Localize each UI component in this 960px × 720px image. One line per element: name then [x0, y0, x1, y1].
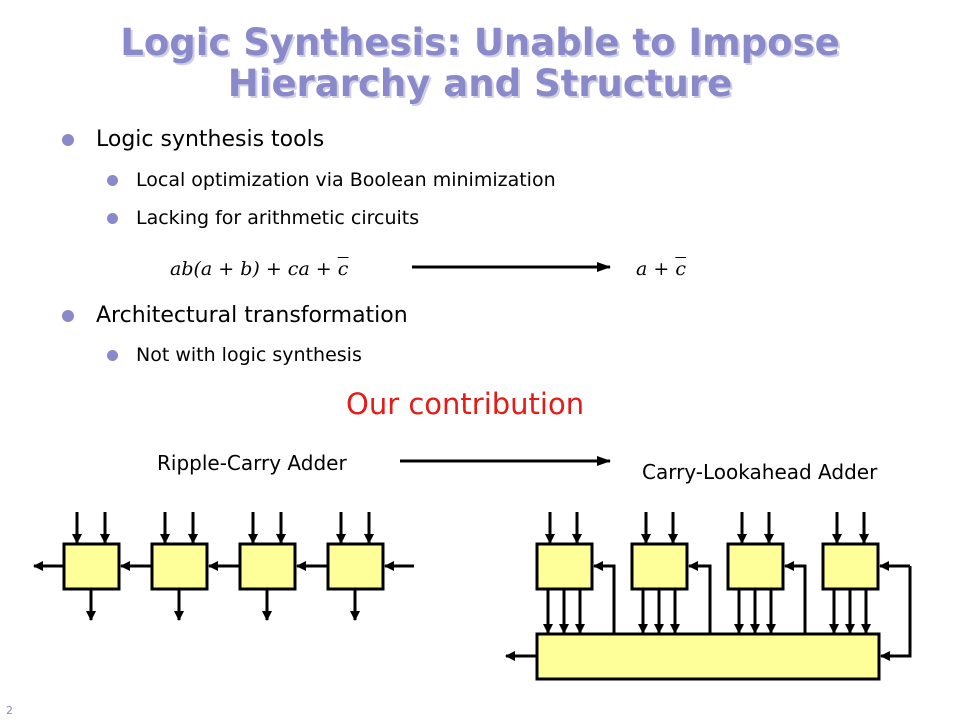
cla-cell	[821, 542, 880, 591]
carry-lookahead-label: Carry-Lookahead Adder	[642, 460, 878, 484]
cla-lookahead-unit	[535, 632, 881, 681]
bullet-dot	[107, 174, 118, 186]
bullet-text: Local optimization via Boolean minimizat…	[136, 169, 556, 191]
page-number: 2	[6, 704, 13, 717]
bullet-text: Not with logic synthesis	[136, 344, 362, 366]
bullet-text: Lacking for arithmetic circuits	[136, 207, 420, 229]
carry-lookahead-adder	[505, 512, 912, 681]
bullet-architectural-transformation: Architectural transformation	[62, 303, 408, 328]
title-line-2: Hierarchy and Structure	[227, 62, 733, 105]
cla-cell	[726, 542, 785, 591]
ripple-carry-label: Ripple-Carry Adder	[157, 451, 347, 475]
rca-cell	[326, 542, 385, 591]
cla-cell	[535, 542, 594, 591]
formula-right-main: a +	[636, 258, 676, 280]
bullet-dot	[62, 133, 74, 146]
sub-bullet-not-logic-synthesis: Not with logic synthesis	[107, 344, 362, 366]
bullet-dot	[107, 212, 118, 224]
formula-left-bar: c	[337, 258, 349, 280]
formula-left-main: ab(a + b) + ca +	[170, 258, 338, 280]
cla-cell	[630, 542, 689, 591]
rca-cell	[150, 542, 209, 591]
our-contribution-label: Our contribution	[346, 387, 585, 421]
formula-left: ab(a + b) + ca + c	[170, 258, 348, 280]
sub-bullet-local-optimization: Local optimization via Boolean minimizat…	[107, 169, 556, 191]
ripple-carry-adder	[33, 512, 414, 621]
slide-title: Logic Synthesis: Unable to Impose Hierar…	[0, 22, 960, 104]
bullet-text: Architectural transformation	[96, 303, 408, 328]
bullet-logic-synthesis-tools: Logic synthesis tools	[62, 127, 324, 152]
title-line-1: Logic Synthesis: Unable to Impose	[120, 21, 840, 64]
formula-right-bar: c	[675, 258, 686, 280]
rca-cell	[62, 542, 121, 591]
rca-cell	[238, 542, 297, 591]
bullet-dot	[107, 349, 118, 361]
bullet-text: Logic synthesis tools	[96, 127, 325, 152]
sub-bullet-lacking-arithmetic: Lacking for arithmetic circuits	[107, 207, 419, 229]
formula-right: a + c	[636, 258, 686, 280]
bullet-dot	[62, 309, 74, 322]
